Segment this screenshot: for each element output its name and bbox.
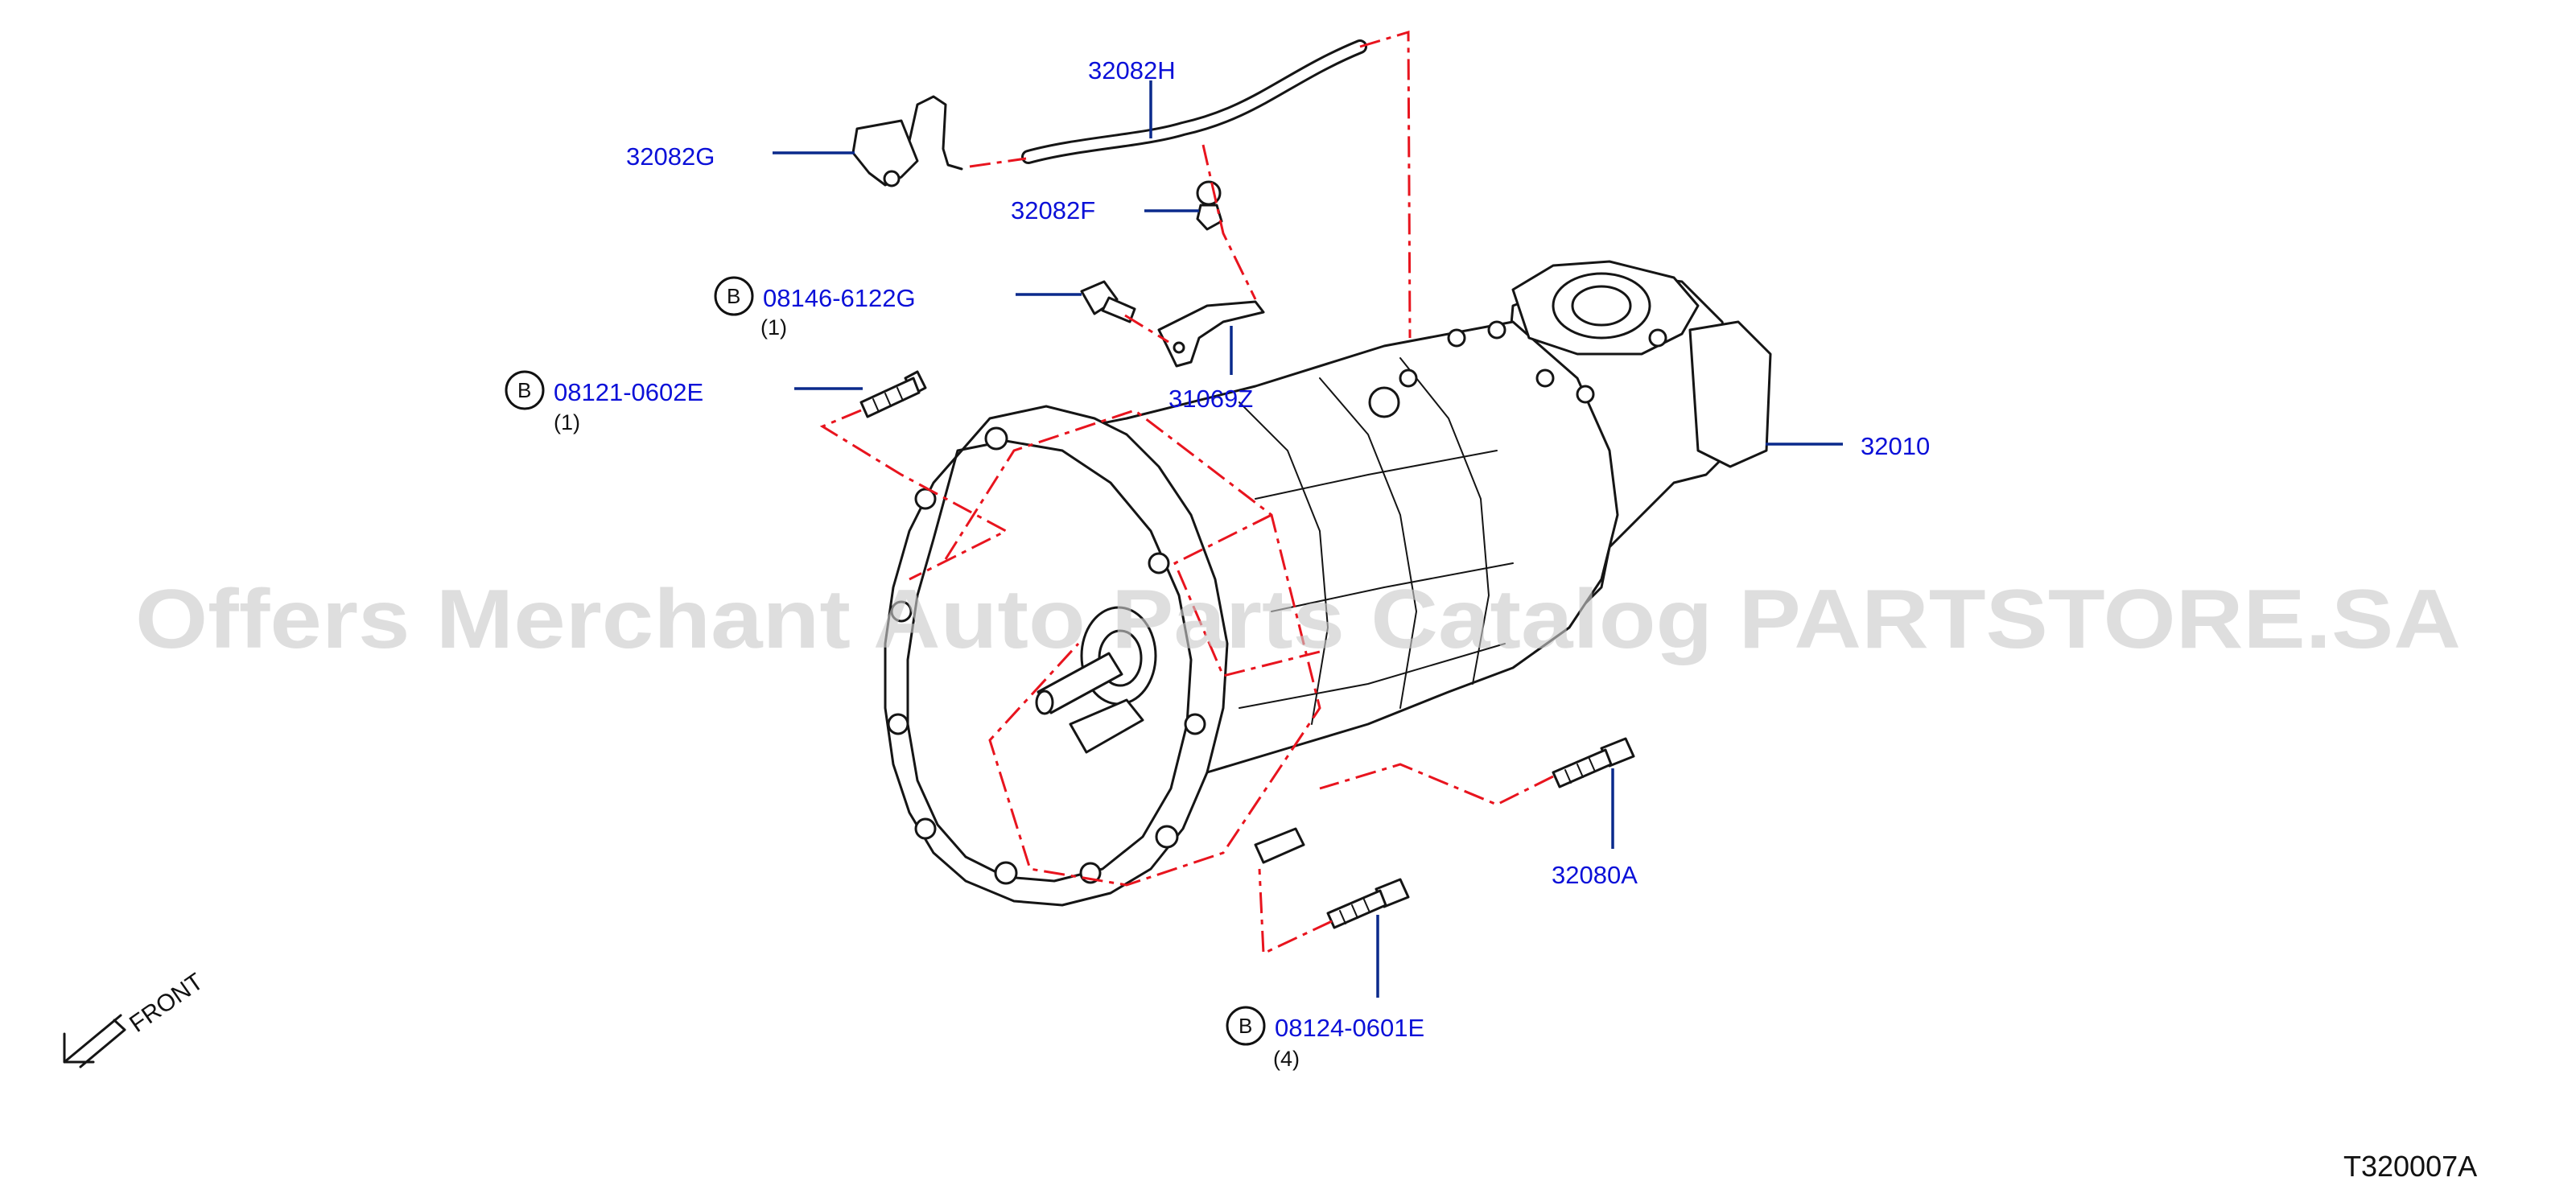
qty-08146-6122G: (1) bbox=[760, 315, 787, 340]
callout-08146-6122G: 08146-6122G bbox=[763, 284, 916, 312]
front-arrow-icon bbox=[63, 1014, 126, 1068]
bolt-32080A[interactable] bbox=[1552, 737, 1635, 788]
callout-32082F: 32082F bbox=[1011, 196, 1095, 224]
hose-32082H[interactable] bbox=[1021, 39, 1367, 164]
callout-32080A: 32080A bbox=[1552, 861, 1638, 889]
tube-bracket-32082G[interactable] bbox=[851, 95, 963, 187]
callout-32082G: 32082G bbox=[626, 142, 715, 171]
bracket-31069Z[interactable] bbox=[1157, 300, 1265, 368]
bolt-badge-icon bbox=[714, 276, 754, 316]
phantom-lines bbox=[819, 30, 1554, 956]
diagram-code: T320007A bbox=[2343, 1150, 2477, 1183]
bolt-badge-icon bbox=[505, 370, 545, 410]
qty-08124-0601E: (4) bbox=[1273, 1047, 1300, 1071]
bolt-badge-letter: B bbox=[517, 378, 531, 402]
callout-08121-0602E: 08121-0602E bbox=[554, 378, 703, 406]
bolt-badge-letter: B bbox=[1239, 1014, 1252, 1038]
leader-lines bbox=[773, 80, 1843, 998]
bolt-badge-letter: B bbox=[727, 284, 740, 308]
qty-08121-0602E: (1) bbox=[554, 410, 580, 434]
transmission-assembly[interactable] bbox=[884, 260, 1772, 907]
bolt-08124-0601E[interactable] bbox=[1326, 878, 1410, 929]
callout-08124-0601E: 08124-0601E bbox=[1275, 1014, 1424, 1042]
bolt-badge-icon bbox=[1226, 1006, 1266, 1046]
callout-32010: 32010 bbox=[1861, 432, 1930, 460]
clip-32082F[interactable] bbox=[1196, 180, 1223, 231]
callout-31069Z: 31069Z bbox=[1168, 385, 1253, 413]
front-label: FRONT bbox=[125, 968, 208, 1037]
bolt-08121-0602E[interactable] bbox=[859, 370, 927, 418]
watermark: Offers Merchant Auto Parts Catalog PARTS… bbox=[135, 573, 2461, 666]
callout-32082H: 32082H bbox=[1088, 56, 1176, 84]
